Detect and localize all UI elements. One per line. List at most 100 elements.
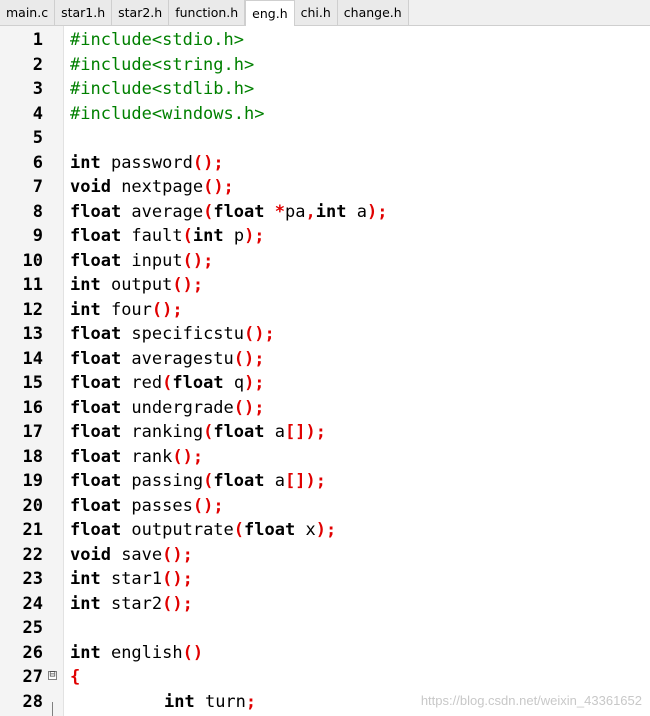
code-token: void [70, 544, 111, 565]
code-token: float [70, 397, 122, 418]
line-number: 7 [32, 177, 43, 197]
file-tab-function-h[interactable]: function.h [169, 0, 246, 25]
file-tab-chi-h[interactable]: chi.h [294, 0, 338, 25]
code-text: int turn; [70, 690, 256, 715]
code-text: int password(); [70, 151, 224, 176]
code-token: int [70, 642, 101, 663]
code-token: (); [162, 593, 193, 614]
file-tab-eng-h[interactable]: eng.h [245, 0, 295, 26]
code-token: averagestu [121, 348, 234, 369]
code-token: float [213, 422, 265, 442]
line-number: 26 [22, 642, 43, 663]
code-token: ); [315, 520, 337, 540]
file-tab-change-h[interactable]: change.h [337, 0, 409, 25]
line-number: 11 [22, 275, 43, 295]
code-text: { [70, 665, 80, 690]
code-token: (); [172, 275, 204, 295]
code-token: four [100, 299, 152, 320]
code-line[interactable]: 26 int english() [0, 641, 650, 666]
code-line[interactable]: 24 int star2(); [0, 592, 650, 617]
code-token: float [70, 520, 122, 540]
line-number: 28 [22, 691, 43, 712]
code-line[interactable]: 27 ⊟ { [0, 665, 650, 690]
code-token: undergrade [121, 397, 234, 418]
code-token: float [70, 324, 122, 344]
code-token: int [192, 226, 224, 246]
code-token: a [264, 422, 285, 442]
code-line[interactable]: 1#include<stdio.h> [0, 28, 650, 53]
code-token: specificstu [121, 324, 245, 344]
line-number: 18 [22, 446, 43, 467]
fold-toggle-icon[interactable]: ⊟ [48, 669, 57, 680]
code-line[interactable]: 4#include<windows.h> [0, 102, 650, 127]
code-text: float ranking(float a[]); [70, 420, 326, 445]
code-token: save [110, 544, 163, 565]
code-token: void [70, 177, 111, 197]
code-text: float undergrade(); [70, 396, 265, 421]
line-number: 3 [32, 79, 43, 99]
code-token: ranking [121, 422, 204, 442]
code-line[interactable]: 2#include<string.h> [0, 53, 650, 78]
code-token: fault [121, 226, 183, 246]
code-text: float passes(); [70, 494, 224, 519]
code-line[interactable]: 25 [0, 616, 650, 641]
code-text: float red(float q); [70, 371, 265, 396]
code-token: rank [121, 446, 173, 467]
line-number: 20 [22, 495, 43, 516]
code-text: int english() [70, 641, 203, 666]
code-token: ); [244, 373, 265, 393]
line-number: 27 [22, 667, 43, 687]
code-text: #include<windows.h> [70, 102, 264, 127]
line-number: 5 [32, 128, 43, 148]
code-token: q [223, 373, 245, 393]
code-token: red [121, 373, 163, 393]
file-tab-star1-h[interactable]: star1.h [55, 0, 113, 25]
code-text: float passing(float a[]); [70, 469, 326, 494]
code-token: float [70, 250, 122, 271]
code-token: ; [245, 691, 257, 712]
watermark: https://blog.csdn.net/weixin_43361652 [420, 693, 642, 708]
code-line[interactable]: 20 float passes(); [0, 494, 650, 519]
code-line[interactable]: 3 #include<stdlib.h> [0, 77, 650, 102]
file-tab-main-c[interactable]: main.c [0, 0, 56, 25]
code-token: (); [172, 446, 204, 467]
code-token: (); [162, 544, 193, 565]
code-token: float [172, 373, 224, 393]
code-text: int star1(); [70, 567, 193, 592]
code-token: float [213, 471, 265, 491]
code-token: #include<stdio.h> [70, 30, 244, 50]
code-line[interactable]: 5 [0, 126, 650, 151]
code-text: #include<stdlib.h> [70, 77, 254, 102]
code-text: float input(); [70, 249, 213, 274]
file-tab-star2-h[interactable]: star2.h [112, 0, 170, 25]
code-line[interactable]: 11 int output(); [0, 273, 650, 298]
code-token: int [70, 593, 101, 614]
code-token: int [70, 569, 101, 589]
code-area[interactable]: 1#include<stdio.h>2#include<string.h>3 #i… [0, 28, 650, 714]
code-text: int output(); [70, 273, 203, 298]
code-text: float outputrate(float x); [70, 518, 336, 543]
code-token: star2 [100, 593, 163, 614]
code-line[interactable]: 28 int turn; [0, 690, 650, 715]
line-number: 24 [22, 593, 43, 614]
code-token: (); [162, 569, 193, 589]
code-token: turn [194, 691, 246, 712]
code-token: (); [244, 324, 275, 344]
